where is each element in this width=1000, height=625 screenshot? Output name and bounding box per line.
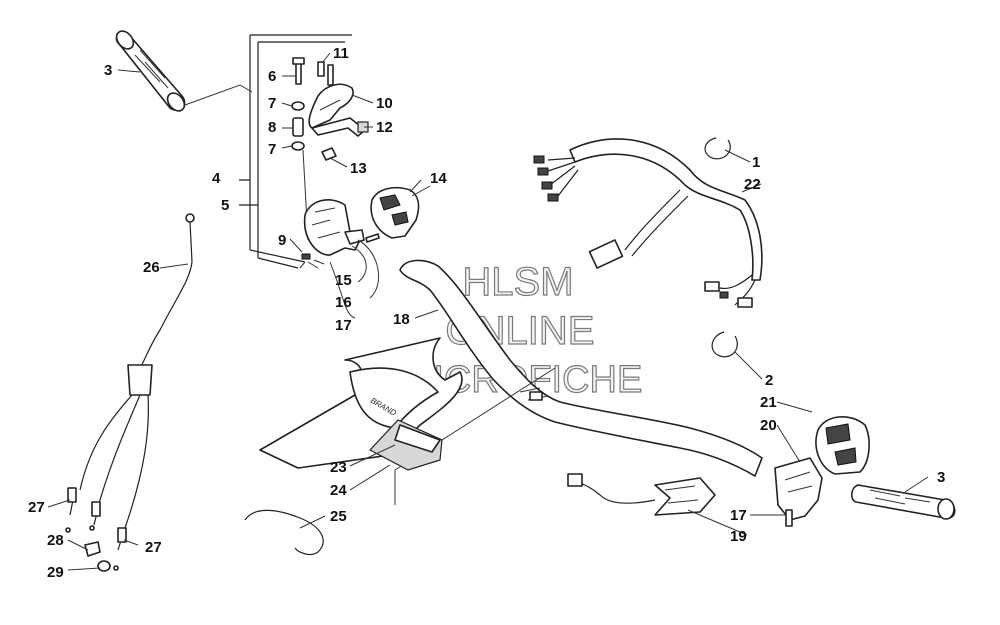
left-switch-housing [299,199,380,319]
bracket-4-5 [239,34,352,269]
callout-24: 24 [330,482,347,499]
callout-11: 11 [333,45,349,62]
callout-14: 14 [430,170,447,187]
callout-17-right: 17 [730,507,747,524]
control-switch [370,185,431,239]
callout-17-left: 17 [335,317,352,334]
callout-23: 23 [330,459,347,476]
callout-16: 16 [335,294,352,311]
callout-25: 25 [330,508,347,525]
handlebar [394,259,763,505]
watermark-line-1: HLSM [462,260,573,304]
callout-9: 9 [278,232,286,249]
right-grip [850,484,956,520]
callout-10: 10 [376,95,393,112]
callout-8: 8 [268,119,276,136]
handlebar-pad: BRAND [259,337,463,471]
callout-18: 18 [393,311,410,328]
leader-lines [47,52,929,571]
retaining-rings [704,137,738,358]
callout-22: 22 [744,176,761,193]
callout-28: 28 [47,532,64,549]
callout-26: 26 [143,259,160,276]
callout-27-left: 27 [28,499,45,516]
callout-5: 5 [221,197,229,214]
callout-1: 1 [752,154,760,171]
callout-21: 21 [760,394,777,411]
wiring-harness [533,138,763,308]
callout-2: 2 [765,372,773,389]
retaining-clip [244,509,324,556]
callout-15: 15 [335,272,352,289]
callout-6: 6 [268,68,276,85]
callout-29: 29 [47,564,64,581]
callout-12: 12 [376,119,393,136]
callout-3-left: 3 [104,62,112,79]
callout-19: 19 [730,528,747,545]
callout-27-right: 27 [145,539,162,556]
right-switch-housing [774,416,870,527]
brake-cable [65,213,195,571]
bushings [84,541,111,572]
callout-3-right: 3 [937,469,945,486]
left-grip [115,30,253,112]
callout-numbers: 3 6 7 8 7 11 10 12 13 14 4 5 9 15 16 17 … [28,45,945,581]
callout-13: 13 [350,160,367,177]
callout-7-lower: 7 [268,141,276,158]
callout-20: 20 [760,417,777,434]
heater-element [567,473,716,516]
callout-7-upper: 7 [268,95,276,112]
callout-4: 4 [212,170,221,187]
